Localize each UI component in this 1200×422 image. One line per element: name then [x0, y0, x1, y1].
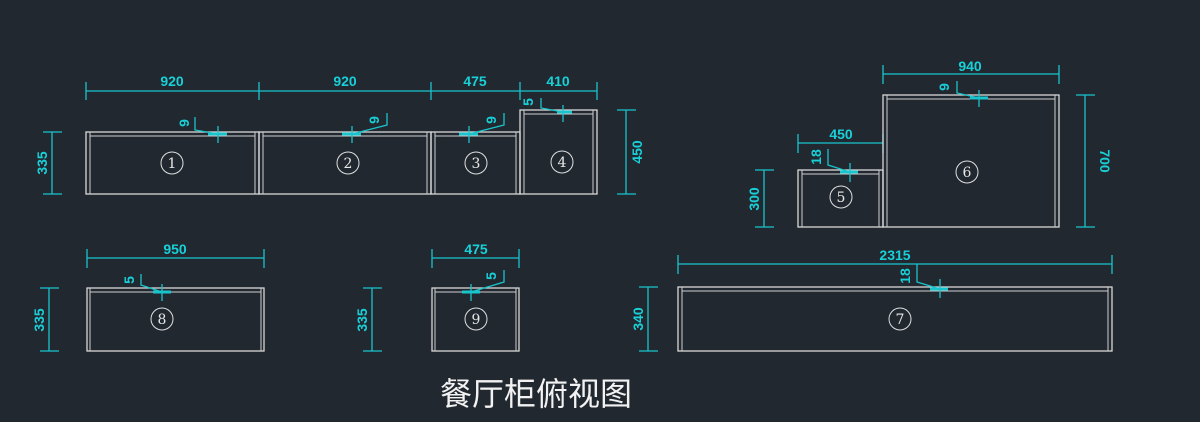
- svg-text:1: 1: [168, 156, 177, 172]
- svg-text:940: 940: [958, 58, 982, 74]
- cabinet-2[interactable]: 2: [258, 131, 432, 195]
- svg-text:9: 9: [936, 83, 952, 91]
- leader-thickness-6: 9: [936, 81, 980, 107]
- svg-text:9: 9: [483, 116, 499, 124]
- dim-width-1: 920: [85, 73, 260, 100]
- svg-text:340: 340: [630, 307, 646, 331]
- svg-text:335: 335: [354, 308, 370, 332]
- dim-depth-8: 335: [31, 287, 59, 352]
- dim-depth-5: 300: [746, 169, 774, 228]
- dim-depth-9: 335: [354, 287, 382, 352]
- svg-text:9: 9: [472, 312, 481, 328]
- dim-width-6: 940: [882, 58, 1060, 84]
- dim-width-5: 450: [797, 126, 884, 153]
- cabinet-5[interactable]: 5: [797, 169, 884, 228]
- svg-text:920: 920: [333, 73, 357, 89]
- dim-depth-7: 340: [630, 286, 658, 352]
- leader-thickness-2: 9: [351, 113, 388, 143]
- dim-width-7: 2315: [677, 247, 1113, 274]
- svg-text:6: 6: [963, 165, 972, 181]
- leader-thickness-8: 5: [121, 274, 163, 301]
- svg-text:700: 700: [1097, 149, 1113, 173]
- svg-text:335: 335: [34, 151, 50, 175]
- dim-depth-6: 700: [1076, 94, 1113, 228]
- svg-text:920: 920: [160, 73, 184, 89]
- dim-width-4: 410: [520, 73, 598, 100]
- svg-text:300: 300: [746, 187, 762, 211]
- svg-text:5: 5: [837, 190, 846, 206]
- svg-text:475: 475: [464, 241, 488, 257]
- dim-depth-1: 335: [34, 131, 62, 195]
- cabinet-4[interactable]: 4: [519, 109, 598, 195]
- svg-text:450: 450: [829, 126, 853, 142]
- svg-text:8: 8: [158, 312, 167, 328]
- svg-text:9: 9: [366, 116, 382, 124]
- svg-text:2: 2: [344, 156, 353, 172]
- svg-text:5: 5: [121, 276, 137, 284]
- dim-width-3: 475: [431, 73, 521, 100]
- dim-width-2: 920: [259, 73, 432, 100]
- svg-text:450: 450: [629, 140, 645, 164]
- svg-text:2315: 2315: [879, 247, 910, 263]
- svg-text:18: 18: [897, 268, 913, 284]
- svg-text:475: 475: [463, 73, 487, 89]
- cabinet-3[interactable]: 3: [430, 131, 521, 195]
- leader-thickness-1: 9: [176, 117, 219, 143]
- svg-text:9: 9: [176, 119, 192, 127]
- cabinet-1[interactable]: 1: [85, 131, 260, 195]
- cabinet-7[interactable]: 7: [677, 286, 1113, 352]
- svg-text:7: 7: [896, 312, 905, 328]
- svg-text:335: 335: [31, 308, 47, 332]
- drawing-title: 餐厅柜俯视图: [440, 375, 632, 413]
- leader-thickness-3: 9: [468, 113, 505, 143]
- leader-thickness-4: 5: [520, 98, 564, 122]
- cabinet-8[interactable]: 8: [86, 287, 265, 352]
- dim-width-8: 950: [86, 241, 265, 268]
- svg-text:5: 5: [520, 98, 536, 106]
- leader-thickness-5: 18: [808, 149, 851, 182]
- cabinet-6[interactable]: 6: [882, 94, 1060, 228]
- dim-depth-4: 450: [617, 109, 645, 195]
- svg-text:18: 18: [808, 149, 824, 165]
- leader-thickness-9: 5: [470, 270, 505, 301]
- cabinet-9[interactable]: 9: [431, 287, 520, 352]
- leader-thickness-7: 18: [897, 264, 941, 298]
- svg-text:950: 950: [163, 241, 187, 257]
- svg-text:5: 5: [483, 272, 499, 280]
- dim-width-9: 475: [431, 241, 520, 268]
- svg-text:410: 410: [546, 73, 570, 89]
- svg-text:3: 3: [472, 156, 481, 172]
- svg-text:4: 4: [558, 155, 567, 171]
